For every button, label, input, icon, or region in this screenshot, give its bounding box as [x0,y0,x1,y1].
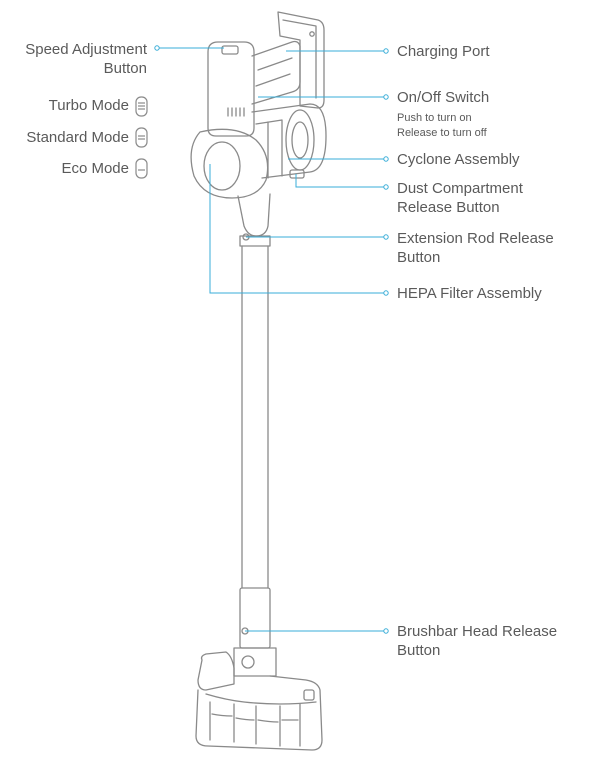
turbo-mode-icon [135,96,148,117]
extension-rod-label: Extension Rod Release Button [397,229,554,267]
on-off-hint-line1: Push to turn on [397,112,472,124]
turbo-mode-label: Turbo Mode [48,97,129,114]
extension-rod [239,235,271,589]
speed-adjustment-line2: Button [103,60,147,77]
hepa-filter-housing [190,128,269,199]
leader-hepa [209,164,389,296]
extension-rod-line1: Extension Rod Release [397,230,554,247]
standard-mode-icon [135,127,148,148]
extension-rod-line2: Button [397,249,441,266]
standard-mode-label: Standard Mode [26,129,129,146]
dust-release-line2: Release Button [397,199,500,216]
dust-release-line1: Dust Compartment [397,180,523,197]
leader-on-off [258,94,389,100]
battery-pack [207,41,255,137]
speed-adjustment-line1: Speed Adjustment [25,41,147,58]
wall-mount-bracket [277,11,325,109]
speed-adjustment-label: Speed Adjustment Button [25,40,147,78]
on-off-switch-label: On/Off Switch [397,89,490,106]
leader-brushbar [245,628,389,634]
brushbar-line2: Button [397,642,441,659]
lower-joint [233,587,277,677]
brushbar-line1: Brushbar Head Release [397,623,558,640]
leader-dust-release [295,174,389,190]
charging-port-label: Charging Port [397,43,490,60]
cyclone-assembly [251,103,327,179]
leader-speed-adjustment [154,45,224,51]
cyclone-assembly-label: Cyclone Assembly [397,151,520,168]
neck [237,193,271,241]
handle [251,40,301,105]
on-off-hint-line2: Release to turn off [397,127,487,139]
brushbar-label: Brushbar Head Release Button [397,622,557,660]
dust-release-label: Dust Compartment Release Button [397,179,523,217]
leader-charging-port [286,48,389,54]
leader-cyclone [288,156,389,162]
hepa-filter-label: HEPA Filter Assembly [397,285,542,302]
brush-head [195,651,323,751]
eco-mode-icon [135,158,148,179]
eco-mode-label: Eco Mode [61,160,129,177]
leader-extension-rod [246,234,389,240]
